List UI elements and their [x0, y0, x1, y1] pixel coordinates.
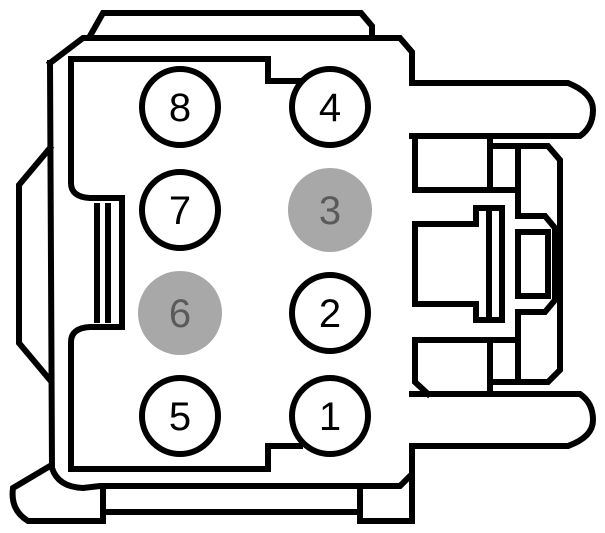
pin-4: 4 [289, 66, 371, 148]
pin-circle [139, 66, 221, 148]
pin-6: 6 [138, 271, 222, 355]
latch-button [412, 205, 505, 323]
pin-8: 8 [139, 66, 221, 148]
bottom-foot [9, 461, 106, 524]
latch-lower-block [412, 337, 493, 399]
top-tab [85, 10, 375, 41]
pin-2: 2 [289, 272, 371, 354]
pin-circle [289, 375, 371, 457]
pin-label: 7 [169, 189, 191, 233]
pin-5: 5 [139, 375, 221, 457]
pin-circle [289, 66, 371, 148]
outer-housing-lower [46, 59, 597, 492]
pin-circle [288, 168, 372, 252]
pin-grid: 8 4 7 3 6 2 5 1 [138, 66, 372, 457]
pin-label: 8 [169, 86, 191, 130]
inner-cavity [68, 56, 303, 84]
inner-cavity-left [68, 56, 303, 472]
pin-label: 3 [319, 189, 341, 233]
latch-inner-frame [487, 143, 558, 385]
latch-inner-rect [515, 229, 551, 299]
pin-label: 4 [319, 86, 341, 130]
pin-circle [139, 169, 221, 251]
pin-label: 5 [169, 395, 191, 439]
pin-label: 2 [319, 292, 341, 336]
pin-3: 3 [288, 168, 372, 252]
pin-label: 1 [319, 395, 341, 439]
left-ramp [16, 143, 55, 385]
pin-1: 1 [289, 375, 371, 457]
pin-circle [289, 272, 371, 354]
pin-circle [139, 375, 221, 457]
bottom-right-foot [357, 471, 415, 524]
latch-upper-block [412, 133, 563, 385]
outer-housing [45, 35, 597, 139]
pin-circle [138, 271, 222, 355]
pin-label: 6 [169, 292, 191, 336]
pin-7: 7 [139, 169, 221, 251]
